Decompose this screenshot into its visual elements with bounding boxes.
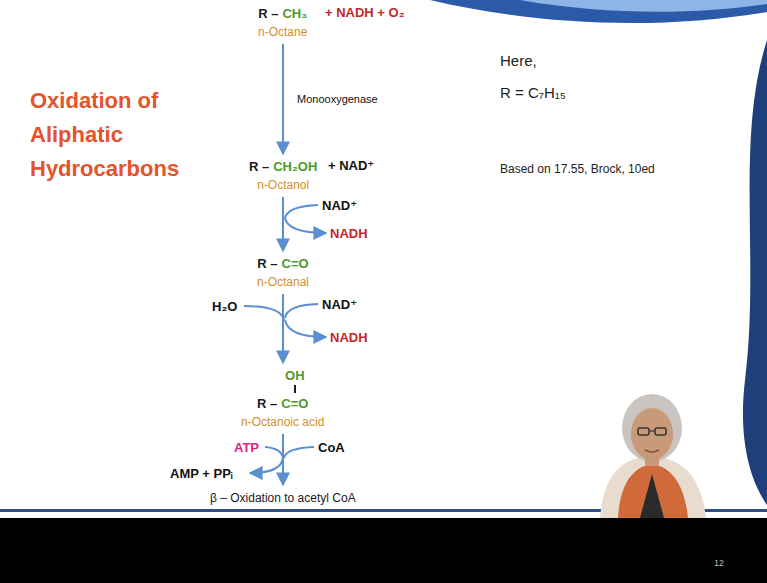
formula-part: OH xyxy=(285,368,305,384)
compound-node: OH R –C=O n-Octanoic acid xyxy=(241,366,324,430)
enzyme-label: Monooxygenase xyxy=(295,92,380,106)
formula-part: C=O xyxy=(281,396,308,412)
formula-part: C=O xyxy=(282,256,309,272)
formula-part: R – xyxy=(258,6,278,22)
formula-part: R – xyxy=(257,256,277,272)
cofactor-label: NAD⁺ xyxy=(322,297,357,312)
cofactor-in xyxy=(285,205,318,218)
compound-name: n-Octanal xyxy=(257,275,309,289)
cofactor-in xyxy=(285,304,318,318)
cofactor-label: + NAD⁺ xyxy=(328,158,374,173)
reaction-arrow xyxy=(282,434,284,485)
bond-line xyxy=(294,385,296,393)
note-text: R = C₇H₁₅ xyxy=(500,84,566,102)
formula-part: R – xyxy=(257,396,277,412)
cofactor-label: CoA xyxy=(318,440,345,455)
slide-title: Oxidation of Aliphatic Hydrocarbons xyxy=(30,84,210,186)
source-note: Based on 17.55, Brock, 10ed xyxy=(500,162,655,177)
cofactor-in xyxy=(265,447,283,458)
compound-node: R –CH₃ n-Octane xyxy=(258,4,307,40)
cofactor-arrows xyxy=(244,205,326,473)
pathway-endpoint: β – Oxidation to acetyl CoA xyxy=(210,488,356,506)
formula-part: R – xyxy=(249,159,269,175)
page-number: 12 xyxy=(714,558,724,569)
note-text: Here, xyxy=(500,52,537,70)
side-wave xyxy=(743,40,767,505)
cofactor-out xyxy=(285,218,326,233)
reaction-arrow xyxy=(282,44,284,154)
cofactor-label: H₂O xyxy=(212,299,237,314)
compound-node: R –CH₂OH n-Octanol xyxy=(249,157,317,193)
presenter-figure xyxy=(600,394,706,518)
header-swoosh-light xyxy=(520,0,767,12)
reaction-arrow xyxy=(282,294,284,363)
cofactor-label: AMP + PPᵢ xyxy=(170,466,233,481)
compound-node: R – C=O n-Octanal xyxy=(257,254,309,290)
cofactor-label: NADH xyxy=(330,330,368,345)
bond-line-holder xyxy=(241,384,324,394)
cofactor-in xyxy=(244,306,284,320)
reaction-arrow xyxy=(282,197,284,251)
cofactor-label: ATP xyxy=(234,440,259,455)
footer-bar xyxy=(0,518,767,583)
compound-name: n-Octanol xyxy=(257,178,309,192)
cofactor-label: NAD⁺ xyxy=(322,198,357,213)
compound-name: n-Octane xyxy=(258,25,307,39)
cofactor-label: + NADH + O₂ xyxy=(325,5,404,20)
formula-part: CH₃ xyxy=(282,6,307,22)
compound-name: n-Octanoic acid xyxy=(241,415,324,429)
cofactor-label: NADH xyxy=(330,226,368,241)
cofactor-out xyxy=(285,320,326,337)
cofactor-out xyxy=(250,458,283,473)
header-swoosh xyxy=(430,0,767,23)
cofactor-in xyxy=(284,447,314,458)
formula-part: CH₂OH xyxy=(273,159,317,175)
pathway-end-text: β – Oxidation to acetyl CoA xyxy=(210,491,356,506)
